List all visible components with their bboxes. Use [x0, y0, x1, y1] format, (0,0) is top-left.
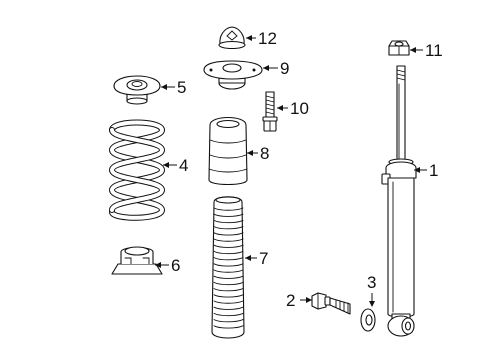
boot-rib: [213, 207, 244, 211]
callout-11-label: 11: [425, 41, 443, 60]
part-7-dust-boot: [211, 196, 245, 339]
boot-rib: [213, 257, 244, 261]
boot-rib: [213, 219, 244, 224]
boot-rib: [213, 325, 244, 329]
boot-rib: [213, 275, 244, 279]
callout-9: 9: [263, 59, 289, 78]
callout-12-label: 12: [258, 29, 277, 48]
callout-7-label: 7: [259, 249, 268, 268]
part-5-upper-spring-seat: [113, 75, 161, 105]
callout-3: 3: [367, 273, 376, 307]
part-9-strut-mount: [203, 60, 263, 90]
callout-5: 5: [161, 78, 186, 97]
callout-1: 1: [414, 161, 438, 180]
boot-rib: [213, 281, 244, 286]
callout-1-label: 1: [429, 161, 438, 180]
callout-6: 6: [155, 256, 180, 275]
part-12-cap: [218, 26, 246, 50]
boot-rib: [213, 300, 244, 304]
boot-rib: [213, 263, 244, 267]
callout-4: 4: [163, 156, 188, 175]
part-10-bolt: [262, 91, 278, 132]
boot-rib: [213, 244, 244, 248]
part-2-bolt: [311, 292, 351, 315]
part-1-shock-absorber: [381, 65, 417, 337]
callout-12: 12: [246, 29, 277, 48]
callout-11: 11: [410, 41, 443, 60]
boot-rib: [213, 319, 244, 323]
callout-2-label: 2: [286, 291, 295, 310]
boot-rib: [213, 238, 244, 242]
part-6-lower-spring-seat: [111, 246, 163, 275]
callout-2: 2: [286, 291, 312, 310]
part-8-bump-stop: [208, 116, 248, 186]
boot-rib: [213, 288, 244, 292]
boot-rib: [213, 269, 244, 273]
part-3-washer: [360, 308, 376, 332]
callout-9-label: 9: [280, 59, 289, 78]
boot-rib: [213, 294, 244, 298]
boot-rib: [213, 226, 244, 230]
part-4-coil-spring: [108, 119, 166, 221]
callout-8-label: 8: [260, 144, 269, 163]
boot-rib: [213, 232, 244, 236]
callout-4-label: 4: [179, 156, 188, 175]
callout-6-label: 6: [171, 256, 180, 275]
callout-8: 8: [247, 144, 269, 163]
callout-5-label: 5: [177, 78, 186, 97]
boot-rib: [213, 213, 244, 217]
part-11-nut: [388, 40, 410, 56]
boot-rib: [213, 312, 244, 317]
callout-10: 10: [277, 99, 309, 118]
callout-10-label: 10: [290, 99, 309, 118]
callout-3-label: 3: [367, 273, 376, 292]
boot-rib: [213, 306, 244, 310]
boot-rib: [213, 250, 244, 255]
callout-7: 7: [245, 249, 268, 268]
